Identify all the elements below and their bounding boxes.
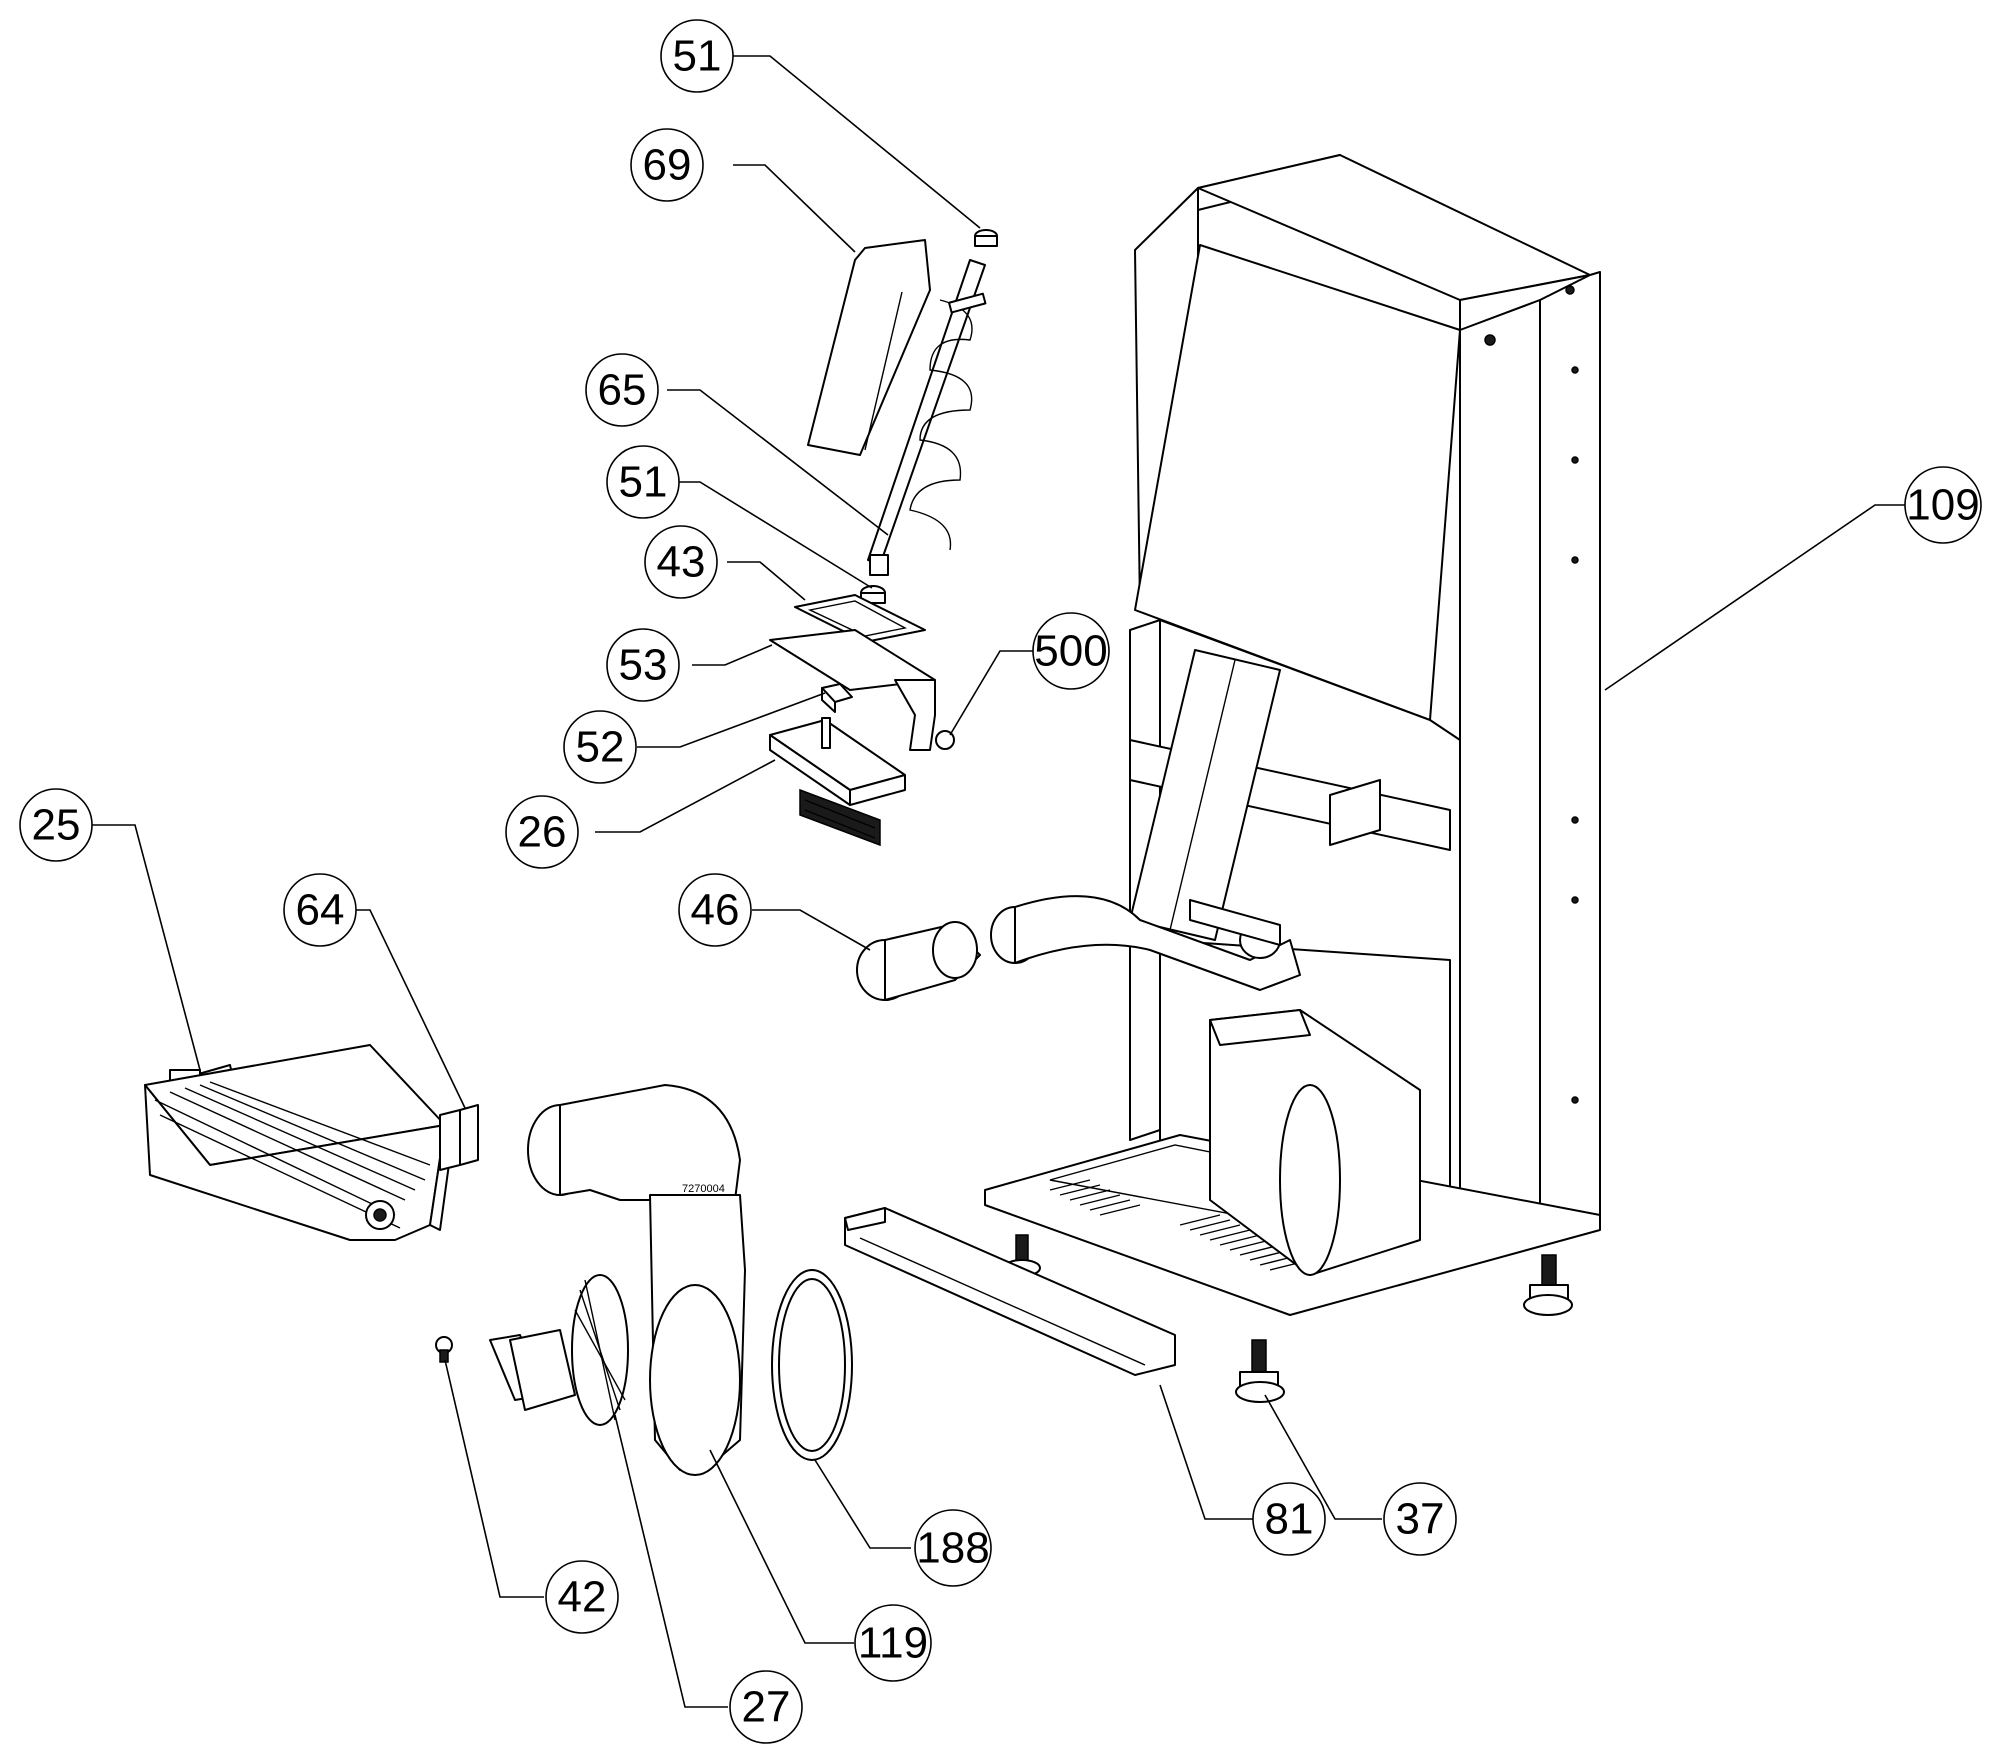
callout-label: 53 (619, 641, 668, 690)
fan-bracket-64 (439, 1104, 479, 1171)
spacer-52 (821, 683, 853, 713)
callout-119: 119 (854, 1604, 932, 1682)
callout-label: 25 (32, 801, 81, 850)
callout-label: 65 (598, 366, 647, 415)
part-marking-text: 7270004 (682, 1183, 725, 1195)
fitting-42 (435, 1336, 453, 1363)
callout-37: 37 (1383, 1482, 1457, 1556)
extractor-housing-119: 7270004 (527, 1084, 746, 1476)
callout-label: 81 (1265, 1495, 1314, 1544)
motor-bracket-53 (769, 629, 955, 751)
callout-label: 51 (673, 32, 722, 81)
callout-label: 119 (858, 1619, 928, 1668)
callout-53: 53 (606, 628, 680, 702)
callout-42: 42 (545, 1560, 619, 1634)
callout-43: 43 (644, 525, 718, 599)
callout-label: 69 (643, 141, 692, 190)
callout-27: 27 (729, 1670, 803, 1744)
callout-label: 64 (296, 886, 345, 935)
pipe-sleeve-46 (856, 895, 1301, 1001)
callout-51-top: 51 (660, 19, 734, 93)
callout-46: 46 (678, 873, 752, 947)
callout-52: 52 (563, 710, 637, 784)
callout-64: 64 (283, 873, 357, 947)
callout-label: 37 (1396, 1495, 1445, 1544)
callout-label: 46 (691, 886, 740, 935)
callout-label: 109 (1906, 481, 1979, 530)
leader-lines (90, 55, 1905, 1708)
callout-label: 26 (518, 808, 567, 857)
callout-109: 109 (1904, 466, 1982, 544)
callout-label: 42 (558, 1573, 607, 1622)
cap-51-top (974, 229, 998, 247)
callout-188: 188 (914, 1509, 992, 1587)
bottom-rail-81 (844, 1207, 1176, 1376)
callout-26: 26 (505, 795, 579, 869)
cover-plate-69 (807, 239, 931, 456)
callout-65: 65 (585, 353, 659, 427)
gasket-43 (794, 594, 926, 643)
gasket-ring-188 (771, 1269, 853, 1461)
callout-69: 69 (630, 128, 704, 202)
callout-label: 51 (619, 458, 668, 507)
gear-motor-26 (769, 717, 906, 847)
callout-label: 27 (742, 1683, 791, 1732)
callout-51-lower: 51 (606, 445, 680, 519)
callout-label: 43 (657, 538, 706, 587)
callout-500: 500 (1032, 612, 1110, 690)
frame-body-109 (984, 154, 1601, 1316)
tangential-fan-25 (144, 1044, 456, 1241)
exhaust-motor-27 (489, 1274, 629, 1426)
callout-label: 52 (576, 723, 625, 772)
auger-65 (867, 259, 987, 576)
callout-81: 81 (1252, 1482, 1326, 1556)
callout-label: 188 (916, 1524, 989, 1573)
callout-label: 500 (1034, 627, 1107, 676)
callout-25: 25 (19, 788, 93, 862)
